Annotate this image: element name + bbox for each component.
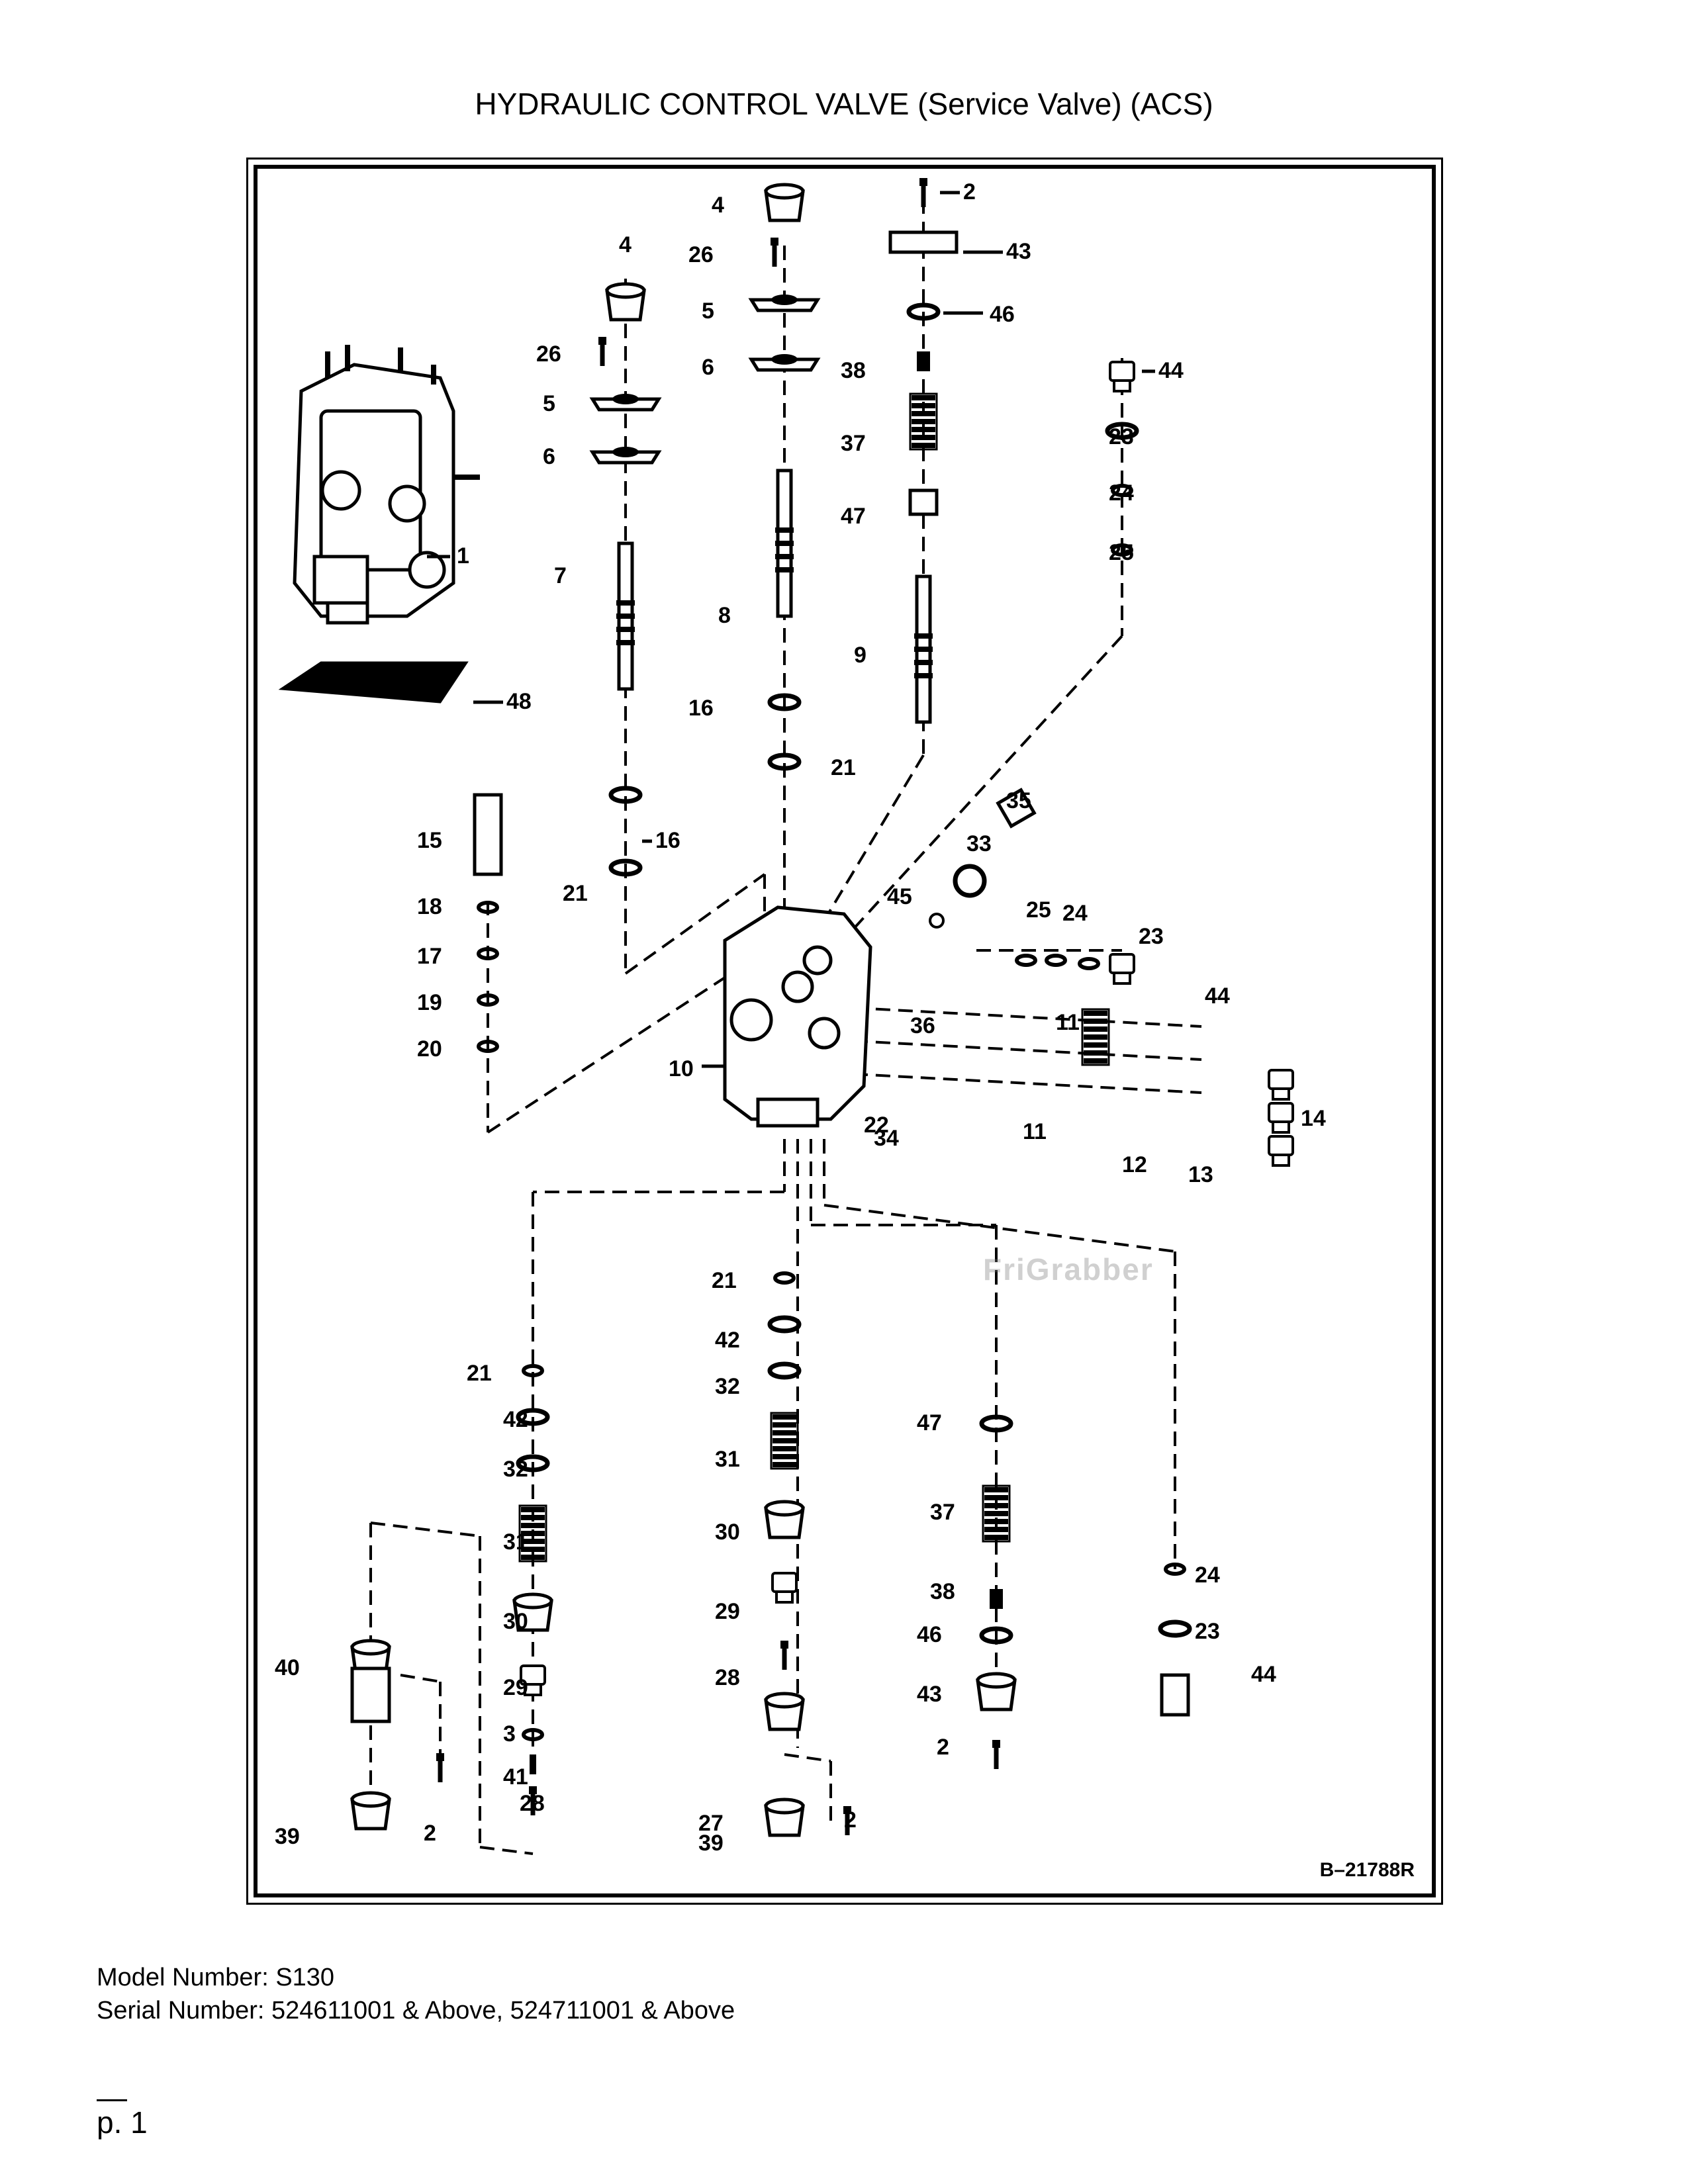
callout-37: 37 bbox=[841, 431, 866, 456]
callout-43: 43 bbox=[1006, 239, 1031, 264]
callout-5: 5 bbox=[543, 391, 555, 416]
callout-4b: 4 bbox=[712, 193, 724, 218]
callout-38: 38 bbox=[841, 358, 866, 383]
callout-labels: 1 2 2 2 2 3 4 4 5 5 6 6 7 8 9 10 11 11 1… bbox=[275, 179, 1326, 1856]
callout-10: 10 bbox=[669, 1056, 694, 1081]
callout-41: 41 bbox=[503, 1764, 528, 1790]
callout-23b: 23 bbox=[1139, 924, 1164, 949]
spool-7-illustration bbox=[616, 543, 635, 689]
callout-44b: 44 bbox=[1205, 983, 1230, 1009]
callout-23c: 23 bbox=[1195, 1619, 1220, 1644]
main-valve-assembly-illustration bbox=[293, 345, 480, 625]
callout-4: 4 bbox=[619, 232, 632, 257]
callout-19: 19 bbox=[417, 990, 442, 1015]
callout-2-right: 2 bbox=[937, 1735, 949, 1760]
decal-sheet-illustration bbox=[278, 661, 469, 704]
callout-25b: 25 bbox=[1026, 897, 1051, 923]
callout-15: 15 bbox=[417, 828, 442, 853]
callout-44: 44 bbox=[1158, 358, 1184, 383]
callout-42: 42 bbox=[503, 1407, 528, 1432]
callout-44c: 44 bbox=[1251, 1662, 1276, 1687]
callout-17: 17 bbox=[417, 944, 442, 969]
callout-12: 12 bbox=[1122, 1152, 1147, 1177]
callout-23: 23 bbox=[1109, 424, 1134, 449]
serial-number: Serial Number: 524611001 & Above, 524711… bbox=[97, 1997, 735, 2025]
callout-38b: 38 bbox=[930, 1579, 955, 1604]
callout-30: 30 bbox=[503, 1609, 528, 1634]
footer-info: Model Number: S130 Serial Number: 524611… bbox=[97, 1961, 735, 2027]
callout-20: 20 bbox=[417, 1036, 442, 1062]
callout-leaders bbox=[427, 191, 1155, 1068]
diagram-drawing: 1 2 2 2 2 3 4 4 5 5 6 6 7 8 9 10 11 11 1… bbox=[275, 159, 1326, 1856]
callout-32: 32 bbox=[503, 1457, 528, 1482]
callout-42b: 42 bbox=[715, 1328, 740, 1353]
callout-25: 25 bbox=[1109, 540, 1134, 565]
callout-11b: 11 bbox=[1023, 1119, 1047, 1144]
callout-45: 45 bbox=[887, 884, 912, 909]
callout-14: 14 bbox=[1301, 1106, 1326, 1131]
callout-21d: 21 bbox=[467, 1361, 492, 1386]
watermark-text: FriGrabber bbox=[983, 1252, 1154, 1287]
page-title: HYDRAULIC CONTROL VALVE (Service Valve) … bbox=[475, 87, 1213, 121]
callout-21: 21 bbox=[563, 881, 588, 906]
callout-21b: 21 bbox=[831, 755, 856, 780]
callout-18: 18 bbox=[417, 894, 442, 919]
callout-8: 8 bbox=[718, 603, 731, 628]
callout-34: 34 bbox=[874, 1126, 899, 1151]
callout-26: 26 bbox=[536, 341, 561, 367]
model-number: Model Number: S130 bbox=[97, 1964, 335, 1991]
callout-9: 9 bbox=[854, 643, 867, 668]
page-number: p. 1 bbox=[97, 2105, 148, 2140]
valve-body-illustration bbox=[723, 905, 872, 1128]
callout-46: 46 bbox=[990, 302, 1015, 327]
exploded-parts-diagram: 1 2 2 2 2 3 4 4 5 5 6 6 7 8 9 10 11 11 1… bbox=[246, 158, 1443, 1905]
callout-2: 2 bbox=[963, 179, 976, 205]
callout-35: 35 bbox=[1006, 788, 1031, 813]
callout-39b: 39 bbox=[698, 1831, 724, 1856]
callout-47: 47 bbox=[841, 504, 866, 529]
spool-8-illustration bbox=[775, 471, 794, 616]
callout-31b: 31 bbox=[715, 1447, 740, 1472]
callout-32b: 32 bbox=[715, 1374, 740, 1399]
callout-28: 28 bbox=[520, 1791, 545, 1816]
callout-13: 13 bbox=[1188, 1162, 1213, 1187]
callout-24: 24 bbox=[1109, 480, 1134, 506]
callout-33: 33 bbox=[966, 831, 992, 856]
callout-2-bottom: 2 bbox=[844, 1807, 857, 1833]
callout-6b: 6 bbox=[702, 355, 714, 380]
callout-30b: 30 bbox=[715, 1520, 740, 1545]
callout-26b: 26 bbox=[688, 242, 714, 267]
callout-37b: 37 bbox=[930, 1500, 955, 1525]
callout-29: 29 bbox=[503, 1675, 528, 1700]
page-rule bbox=[97, 2099, 127, 2101]
callout-46b: 46 bbox=[917, 1622, 942, 1647]
callout-39: 39 bbox=[275, 1824, 300, 1849]
callout-7: 7 bbox=[554, 563, 567, 588]
callout-16: 16 bbox=[655, 828, 680, 853]
callout-11: 11 bbox=[1056, 1010, 1080, 1035]
callout-28b: 28 bbox=[715, 1665, 740, 1690]
callout-5b: 5 bbox=[702, 298, 714, 324]
callout-22: 22 bbox=[864, 1113, 889, 1138]
callout-36: 36 bbox=[910, 1013, 935, 1038]
callout-24c: 24 bbox=[1195, 1563, 1220, 1588]
callout-27: 27 bbox=[698, 1811, 724, 1836]
callout-6: 6 bbox=[543, 444, 555, 469]
callout-2-lower: 2 bbox=[424, 1821, 436, 1846]
callout-24b: 24 bbox=[1062, 901, 1088, 926]
callout-31: 31 bbox=[503, 1529, 528, 1555]
callout-3: 3 bbox=[503, 1721, 516, 1747]
callout-21c: 21 bbox=[712, 1268, 737, 1293]
callout-1: 1 bbox=[457, 543, 469, 569]
spool-9-illustration bbox=[914, 576, 933, 722]
callout-43b: 43 bbox=[917, 1682, 942, 1707]
callout-40: 40 bbox=[275, 1655, 300, 1680]
diagram-frame bbox=[254, 165, 1436, 1897]
callout-48: 48 bbox=[506, 689, 532, 714]
callout-47b: 47 bbox=[917, 1410, 942, 1435]
drawing-number: B–21788R bbox=[1319, 1859, 1415, 1881]
callout-29b: 29 bbox=[715, 1599, 740, 1624]
callout-16b: 16 bbox=[688, 696, 714, 721]
